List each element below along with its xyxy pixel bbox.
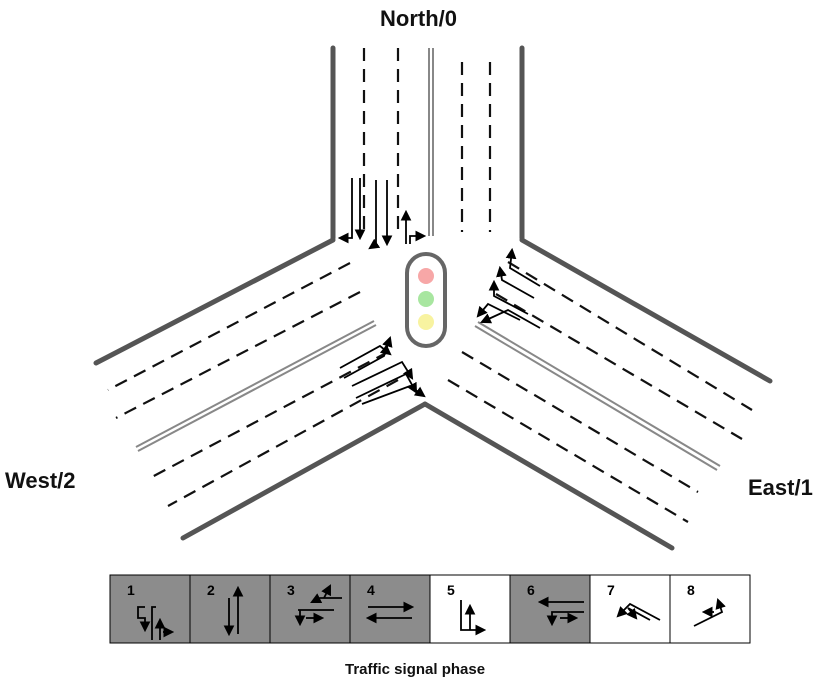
phase-number-5: 5 — [447, 582, 455, 598]
phase-5-icon — [460, 600, 487, 636]
phase-cell-2 — [189, 574, 271, 644]
phase-number-7: 7 — [607, 582, 615, 598]
phase-number-2: 2 — [207, 582, 215, 598]
west-label: West/2 — [5, 468, 76, 493]
north-label: North/0 — [380, 6, 457, 31]
phase-number-3: 3 — [287, 582, 295, 598]
east-label: East/1 — [748, 475, 813, 500]
phase-cell-6 — [509, 574, 591, 644]
east-approach-arrows — [476, 247, 541, 329]
red-light-icon — [418, 268, 434, 284]
phase-cell-8 — [669, 574, 751, 644]
west-road — [93, 237, 428, 541]
phase-number-8: 8 — [687, 582, 695, 598]
phase-cell-4 — [349, 574, 431, 644]
phase-1-icon — [137, 606, 175, 640]
phase-number-1: 1 — [127, 582, 135, 598]
phase-number-4: 4 — [367, 582, 375, 598]
phase-number-6: 6 — [527, 582, 535, 598]
yellow-light-icon — [418, 314, 434, 330]
traffic-signal — [405, 252, 447, 348]
phase-6-icon — [537, 596, 584, 627]
phase-7-icon — [616, 602, 661, 621]
north-approach-arrows — [337, 178, 427, 250]
west-approach-arrows — [339, 335, 426, 405]
green-light-icon — [418, 291, 434, 307]
phase-4-icon — [365, 601, 415, 624]
phase-cell-1 — [109, 574, 191, 644]
phase-caption: Traffic signal phase — [345, 661, 485, 678]
east-road — [422, 237, 773, 551]
phase-cell-3 — [269, 574, 351, 644]
phase-2-icon — [223, 585, 244, 637]
phase-3-icon — [294, 584, 342, 627]
north-road — [330, 45, 525, 241]
phase-table: 1 2 3 4 5 6 7 8 — [109, 574, 751, 644]
phase-8-icon — [693, 597, 726, 627]
